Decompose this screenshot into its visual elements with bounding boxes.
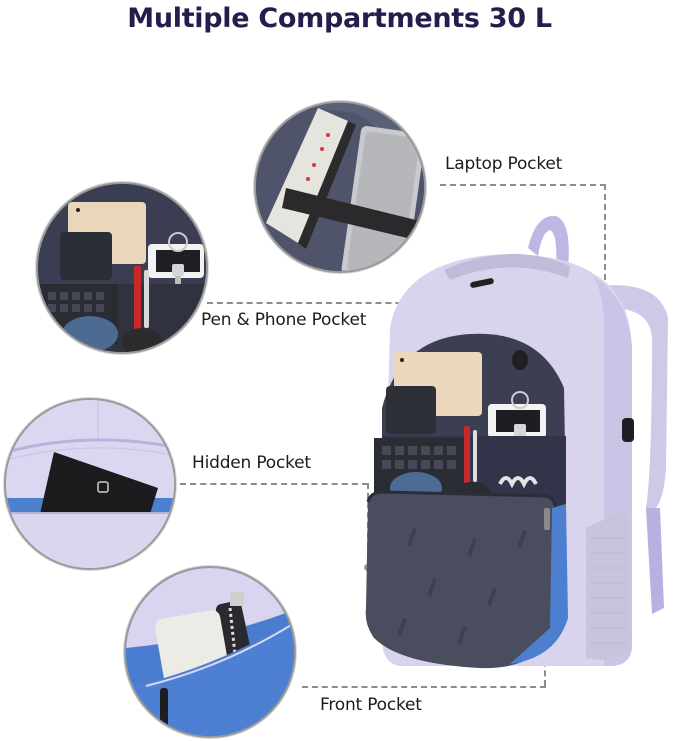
front-pocket-label: Front Pocket [320,695,422,715]
hidden-pocket-leader-line [180,483,368,485]
backpack-product-image [360,208,679,678]
front-pocket-inset-image [124,566,296,738]
laptop-pocket-leader-line [440,184,606,186]
pen-phone-pocket-label: Pen & Phone Pocket [201,310,367,330]
hidden-pocket-label: Hidden Pocket [192,453,311,473]
laptop-pocket-illustration [256,103,424,271]
page-title: Multiple Compartments 30 L [127,3,552,34]
pen-phone-pocket-leader-line [207,302,441,304]
laptop-pocket-inset-image [254,101,426,273]
hidden-pocket-inset-image [4,398,176,570]
pen-phone-illustration [38,184,206,352]
backpack-illustration [365,215,668,669]
laptop-pocket-leader-line-vertical [604,184,606,300]
pen-phone-pocket-inset-image [36,182,208,354]
hidden-pocket-illustration [6,400,174,568]
front-pocket-illustration [126,568,294,736]
front-pocket-leader-line [302,686,546,688]
laptop-pocket-label: Laptop Pocket [445,154,563,174]
